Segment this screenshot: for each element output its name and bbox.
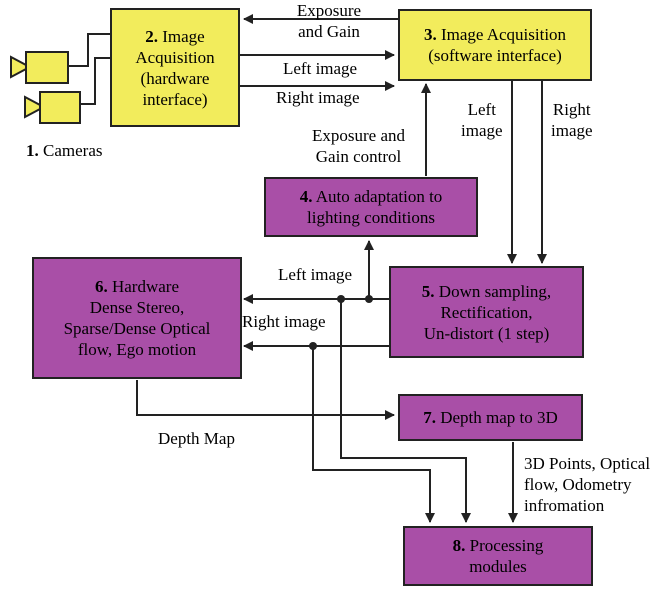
camera-icon xyxy=(10,47,70,90)
cameras-label: 1. Cameras xyxy=(26,141,103,160)
left-image-label-top: Left image xyxy=(283,59,358,78)
right-to-box8-arrow xyxy=(312,346,435,523)
software-acquisition-box: 3. Image Acquisition (software interface… xyxy=(398,9,592,81)
camera-icon xyxy=(24,87,82,130)
right-image-label-v: Right image xyxy=(551,100,593,140)
depth-to-3d-box: 7. Depth map to 3D xyxy=(398,394,583,441)
junction-dot xyxy=(337,295,345,303)
exposure-gain-label: Exposure and Gain xyxy=(296,1,362,41)
exposure-control-label: Exposure and Gain control xyxy=(312,126,406,166)
hardware-stereo-box: 6. Hardware Dense Stereo, Sparse/Dense O… xyxy=(32,257,242,379)
depth-map-label: Depth Map xyxy=(158,429,235,448)
processing-modules-box: 8. Processing modules xyxy=(403,526,593,586)
left-to-box8-arrow xyxy=(340,299,471,523)
right-image-label-top: Right image xyxy=(276,88,360,107)
camera1-wire xyxy=(64,33,110,67)
depth-map-arrow xyxy=(136,380,395,420)
auto-adaptation-box: 4. Auto adaptation to lighting condition… xyxy=(264,177,478,237)
down-sampling-box: 5. Down sampling, Rectification, Un-dist… xyxy=(389,266,584,358)
left-image-label-v: Left image xyxy=(461,100,503,140)
camera2-wire xyxy=(78,57,110,105)
points-info-label: 3D Points, Optical flow, Odometry infrom… xyxy=(524,454,651,515)
junction-dot xyxy=(309,342,317,350)
right-image-label-mid: Right image xyxy=(242,312,326,331)
hardware-acquisition-box: 2. Image Acquisition (hardware interface… xyxy=(110,8,240,127)
left-image-label-mid: Left image xyxy=(278,265,353,284)
junction-dot xyxy=(365,295,373,303)
